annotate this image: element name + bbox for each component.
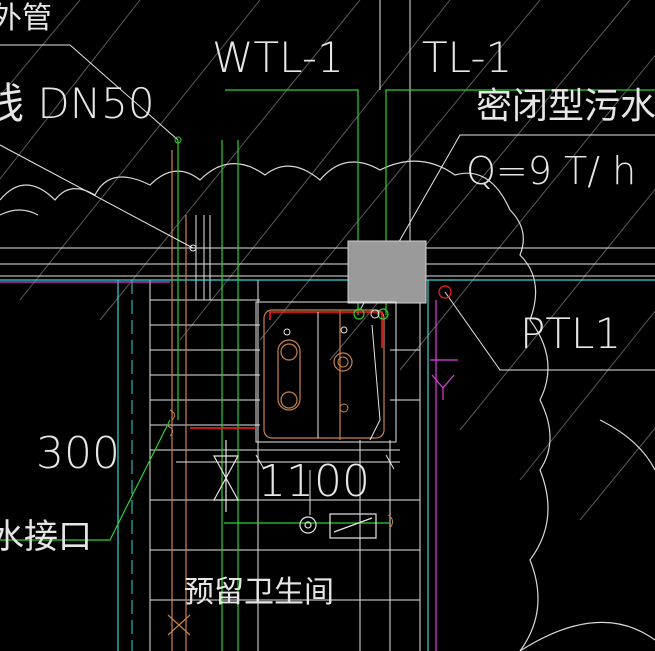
leader-node-2 (189, 244, 197, 252)
break-marks (167, 409, 394, 529)
dimension-1100 (176, 454, 400, 515)
y-symbol (431, 374, 455, 400)
pipe-label-wtl: WTL-1 (212, 33, 344, 82)
dn-label: 线 DN50 (0, 79, 155, 128)
interface-label: 水接口 (0, 517, 92, 557)
grid-verticals (149, 0, 421, 651)
ptl-marker (438, 285, 452, 299)
dimension-1100-label: 1100 (258, 456, 370, 507)
cyan-lines (0, 279, 655, 651)
orange-pipes (171, 150, 341, 651)
green-pipes (0, 89, 655, 651)
wall-lines (0, 247, 655, 601)
x-mark (167, 614, 191, 636)
ptl-label: PTL1 (520, 309, 621, 358)
dimension-300-label: 300 (36, 428, 120, 479)
revision-clouds (0, 160, 655, 651)
pump-basin (255, 301, 397, 443)
leader-node (174, 136, 182, 144)
pipe-fitting (299, 513, 377, 539)
flow-rate-label: Q=9 T/ h (466, 149, 636, 193)
pump-pit-block (347, 240, 427, 304)
pipe-label-tl: TL-1 (422, 33, 512, 82)
valve-symbol (212, 440, 240, 512)
diagonal-hatch (0, 0, 655, 521)
reserved-room-label: 预留卫生间 (184, 575, 334, 610)
pipe-label-partial: 外管 (0, 1, 52, 36)
pump-title: 密闭型污水提 (476, 86, 655, 127)
